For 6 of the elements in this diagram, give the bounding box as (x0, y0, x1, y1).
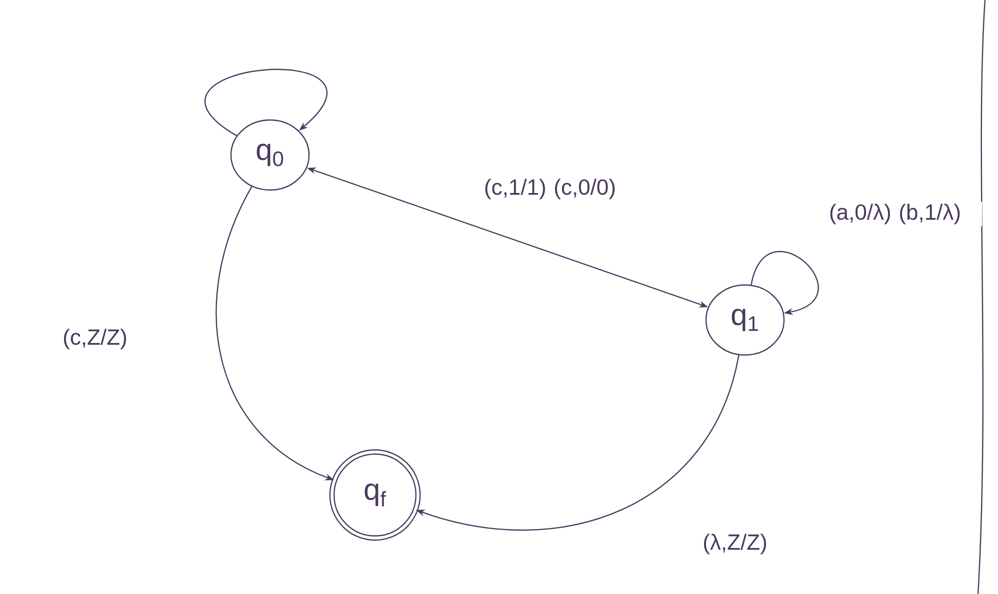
edge-label: (λ,Z/Z) (704, 534, 766, 554)
edge-label: (a,0/λ) (b,1/λ) (830, 204, 960, 224)
self-loop-arrow (750, 251, 819, 315)
edge-label: (c,Z/Z) (64, 328, 126, 350)
self-loop-arrow (204, 69, 328, 136)
edge-label: (c,1/1) (c,0/0) (485, 178, 615, 200)
